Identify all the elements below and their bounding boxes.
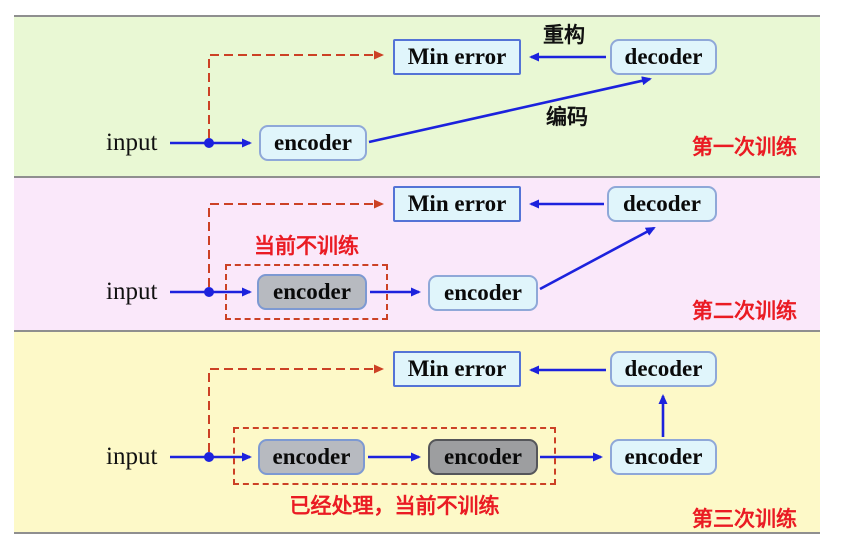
decoder-box-label: decoder <box>623 191 701 216</box>
branch-dot <box>204 287 214 297</box>
min-error-box: Min error <box>393 39 521 75</box>
min-error-box-label: Min error <box>407 44 507 69</box>
frozen-encoder-box: encoder <box>257 274 367 310</box>
dashed-input-to-minerror-arrow <box>208 199 384 287</box>
input-label: input <box>106 278 158 305</box>
panel2-wires <box>170 199 656 297</box>
encoder-box-label: encoder <box>274 130 352 155</box>
frozen-encoder2-box-label: encoder <box>444 444 522 469</box>
frozen-note: 已经处理，当前不训练 <box>289 495 500 518</box>
encoder-box: encoder <box>610 439 717 475</box>
branch-dot <box>204 452 214 462</box>
encoder-box: encoder <box>428 275 538 311</box>
encoder2-to-decoder-arrow <box>539 226 656 291</box>
decoder-box-label: decoder <box>624 44 703 69</box>
encoder-box-label: encoder <box>624 444 703 469</box>
branch-dot <box>204 138 214 148</box>
frozen-group-outline <box>233 427 556 485</box>
stage-caption: 第二次训练 <box>692 300 797 323</box>
panel-third-training: input Min error decoder encoder encoder … <box>14 330 820 532</box>
dashed-input-to-minerror-arrow <box>208 364 384 452</box>
min-error-box-label: Min error <box>407 191 507 216</box>
frozen-group-outline <box>225 264 388 320</box>
decoder-box: decoder <box>607 186 717 222</box>
encoder-to-decoder-arrow <box>368 76 652 144</box>
panel3-wires <box>170 364 668 462</box>
frozen-note: 当前不训练 <box>254 235 359 258</box>
encoding-label: 编码 <box>546 106 588 129</box>
panel-first-training: input encoder Min error decoder 重构 编码 第一… <box>14 15 820 176</box>
min-error-box-label: Min error <box>407 356 507 381</box>
min-error-box: Min error <box>393 351 521 387</box>
stage-caption: 第三次训练 <box>692 508 797 531</box>
panel-second-training: input 当前不训练 encoder encoder Min error de… <box>14 176 820 330</box>
reconstruction-label: 重构 <box>543 24 585 47</box>
decoder-box: decoder <box>610 351 717 387</box>
frozen-encoder1-box: encoder <box>258 439 365 475</box>
stage-caption: 第一次训练 <box>692 136 797 159</box>
input-label: input <box>106 443 158 470</box>
frozen-encoder1-box-label: encoder <box>272 444 351 469</box>
encoder-box-label: encoder <box>444 280 522 305</box>
input-label: input <box>106 129 158 156</box>
decoder-box-label: decoder <box>624 356 703 381</box>
decoder-box: decoder <box>610 39 717 75</box>
dashed-input-to-minerror-arrow <box>208 50 384 138</box>
frozen-encoder-box-label: encoder <box>273 279 351 304</box>
encoder-box: encoder <box>259 125 367 161</box>
training-stages-stack: input encoder Min error decoder 重构 编码 第一… <box>14 15 820 534</box>
min-error-box: Min error <box>393 186 521 222</box>
frozen-encoder2-box: encoder <box>428 439 538 475</box>
panel1-wires <box>170 50 652 148</box>
